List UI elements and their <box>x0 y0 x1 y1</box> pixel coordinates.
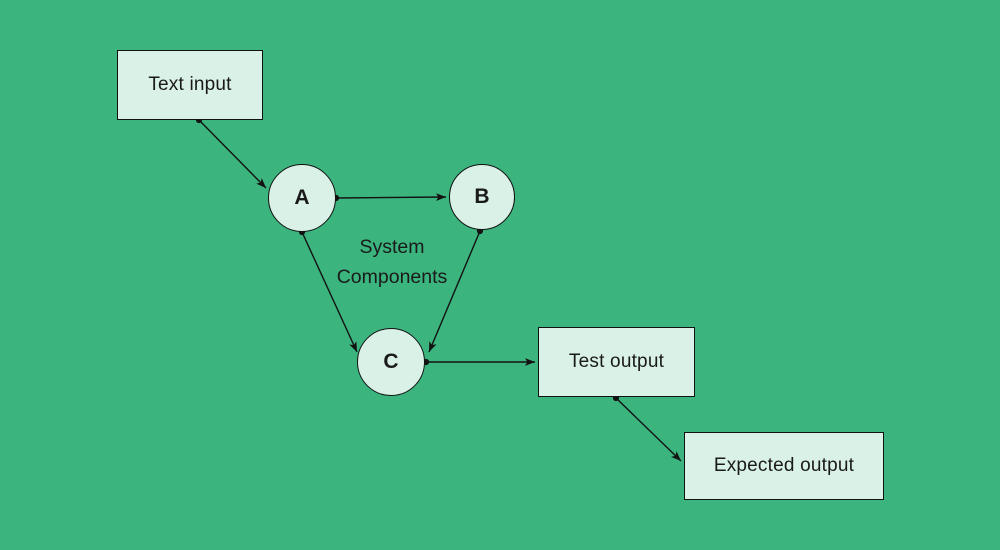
edge-a-to-b <box>332 193 447 202</box>
node-test-output: Test output <box>538 327 695 397</box>
edge-text-input-to-a <box>195 116 267 189</box>
node-label: A <box>294 186 310 209</box>
node-b: B <box>449 164 515 230</box>
node-label: Expected output <box>713 455 855 476</box>
node-label: Test output <box>568 351 665 372</box>
edge-a-to-c <box>298 228 358 353</box>
node-text-input: Text input <box>117 50 263 120</box>
edge-b-to-c <box>428 227 484 353</box>
node-label: C <box>383 350 399 373</box>
node-label: Text input <box>148 74 232 95</box>
edge-test-output-to-expected-output <box>612 394 682 462</box>
node-a: A <box>268 164 336 232</box>
system-components-label: System Components <box>336 236 448 288</box>
node-c: C <box>357 328 425 396</box>
node-label: B <box>474 185 490 208</box>
node-expected-output: Expected output <box>684 432 884 500</box>
